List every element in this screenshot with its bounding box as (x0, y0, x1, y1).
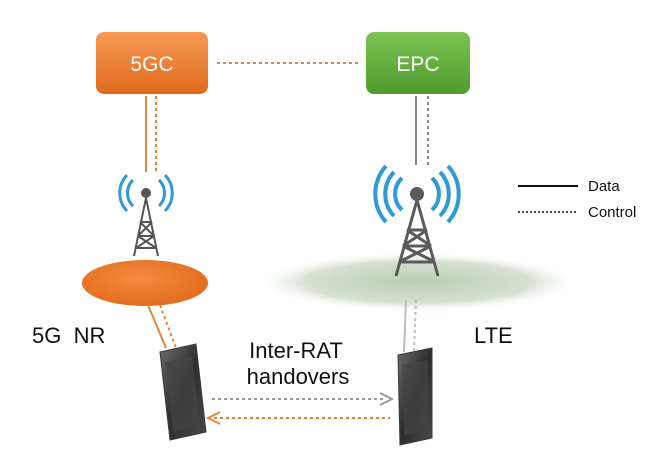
nr-label: 5G NR (32, 323, 105, 348)
fivegc-label: 5GC (130, 53, 173, 76)
lte-coverage-area (256, 252, 580, 312)
lte-phone-control-link (413, 299, 417, 353)
lte-tower-icon (373, 164, 461, 277)
handover-label-line1: Inter-RAT (249, 338, 343, 363)
nr-phone-control-link (159, 304, 177, 349)
epc-label: EPC (396, 53, 439, 76)
epc-node: EPC (366, 32, 470, 94)
legend-control-label: Control (588, 204, 636, 221)
lte-phone-data-link (403, 299, 407, 353)
handover-label-line2: handovers (247, 364, 350, 389)
legend-data-label: Data (588, 178, 620, 195)
legend: Data Control (518, 178, 636, 221)
phone-left-icon (159, 343, 207, 441)
phone-right-icon (397, 347, 433, 446)
fivegc-node: 5GC (96, 32, 208, 94)
nr-phone-data-link (147, 304, 167, 349)
handover-arrow-to-nr (205, 411, 390, 425)
nr-coverage-area (82, 260, 208, 306)
nr-tower-icon (118, 173, 174, 257)
handover-arrow-to-lte (212, 392, 395, 406)
lte-label: LTE (474, 323, 513, 348)
